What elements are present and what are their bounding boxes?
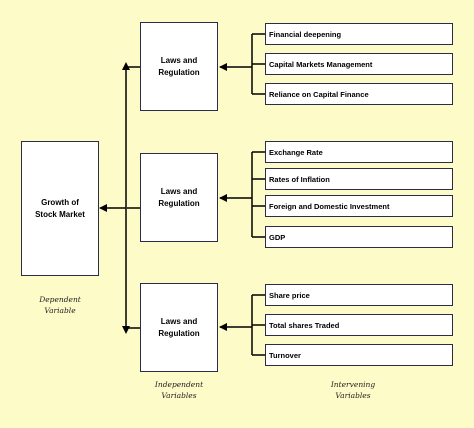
independent-label-2: Laws and Regulation (158, 187, 200, 208)
independent-caption: Independent Variables (154, 380, 204, 400)
independent-box-2: Laws and Regulation (140, 153, 218, 242)
intervening-item: Reliance on Capital Finance (265, 83, 453, 105)
intervening-item: GDP (265, 226, 453, 248)
intervening-item: Exchange Rate (265, 141, 453, 163)
intervening-caption: Intervening Variables (330, 380, 376, 400)
intervening-item: Financial deepening (265, 23, 453, 45)
independent-box-1: Laws and Regulation (140, 22, 218, 111)
dependent-variable-box: Growth of Stock Market (21, 141, 99, 276)
intervening-item: Capital Markets Management (265, 53, 453, 75)
intervening-item: Share price (265, 284, 453, 306)
arrow-up-top (122, 62, 130, 70)
intervening-item: Total shares Traded (265, 314, 453, 336)
independent-label-3: Laws and Regulation (158, 317, 200, 338)
arrow-down-bottom (122, 326, 130, 334)
intervening-item: Turnover (265, 344, 453, 366)
dependent-caption: Dependent Variable (39, 295, 81, 315)
intervening-item: Rates of Inflation (265, 168, 453, 190)
independent-label-1: Laws and Regulation (158, 56, 200, 77)
intervening-item: Foreign and Domestic Investment (265, 195, 453, 217)
independent-box-3: Laws and Regulation (140, 283, 218, 372)
dependent-label: Growth of Stock Market (35, 198, 85, 219)
